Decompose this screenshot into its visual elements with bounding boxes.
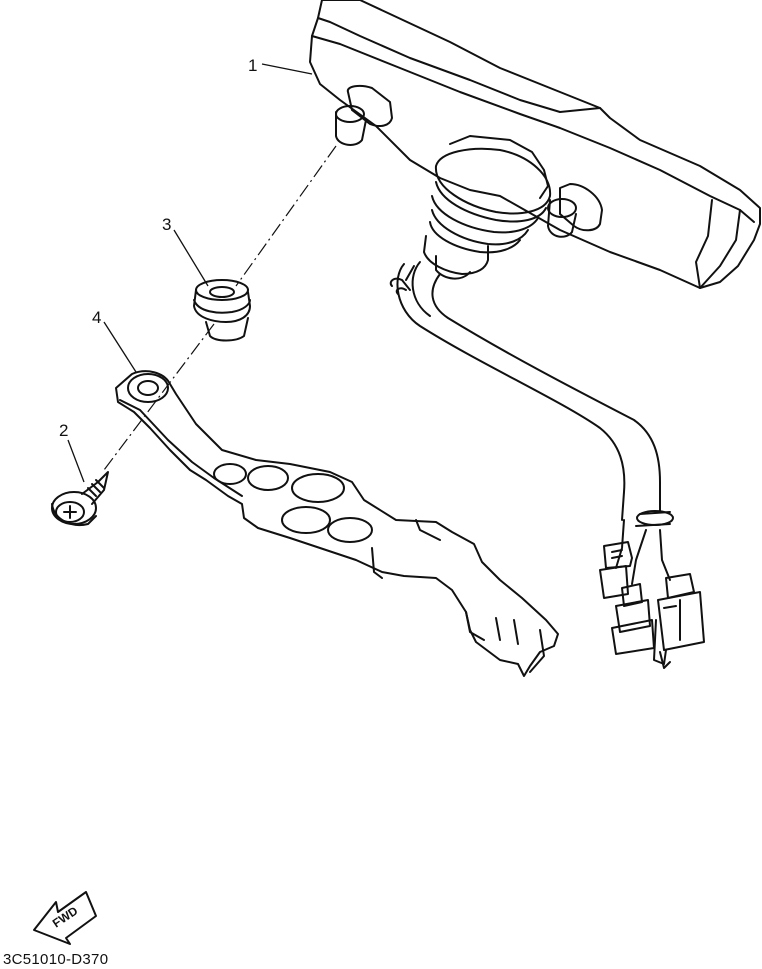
drawing-code: 3C51010-D370 xyxy=(3,951,109,968)
leader-line-4 xyxy=(103,321,137,373)
fwd-label: FWD xyxy=(50,903,81,930)
screw xyxy=(51,471,109,526)
grommet xyxy=(193,279,251,342)
connector-left xyxy=(599,541,633,599)
leader-line-2 xyxy=(67,439,85,483)
bracket xyxy=(115,370,559,677)
leader-line-3 xyxy=(173,229,209,287)
meter-assembly xyxy=(309,0,761,669)
leader-line-1 xyxy=(261,63,313,75)
assembly-line-upper xyxy=(235,145,337,287)
callout-4: 4 xyxy=(92,308,102,327)
callout-1: 1 xyxy=(248,56,258,75)
connector-right xyxy=(653,573,705,669)
assembly-line-lower xyxy=(103,323,215,471)
callout-2: 2 xyxy=(59,421,69,440)
connector-middle xyxy=(611,583,655,655)
callout-3: 3 xyxy=(162,215,172,234)
fwd-arrow-icon xyxy=(33,891,97,945)
